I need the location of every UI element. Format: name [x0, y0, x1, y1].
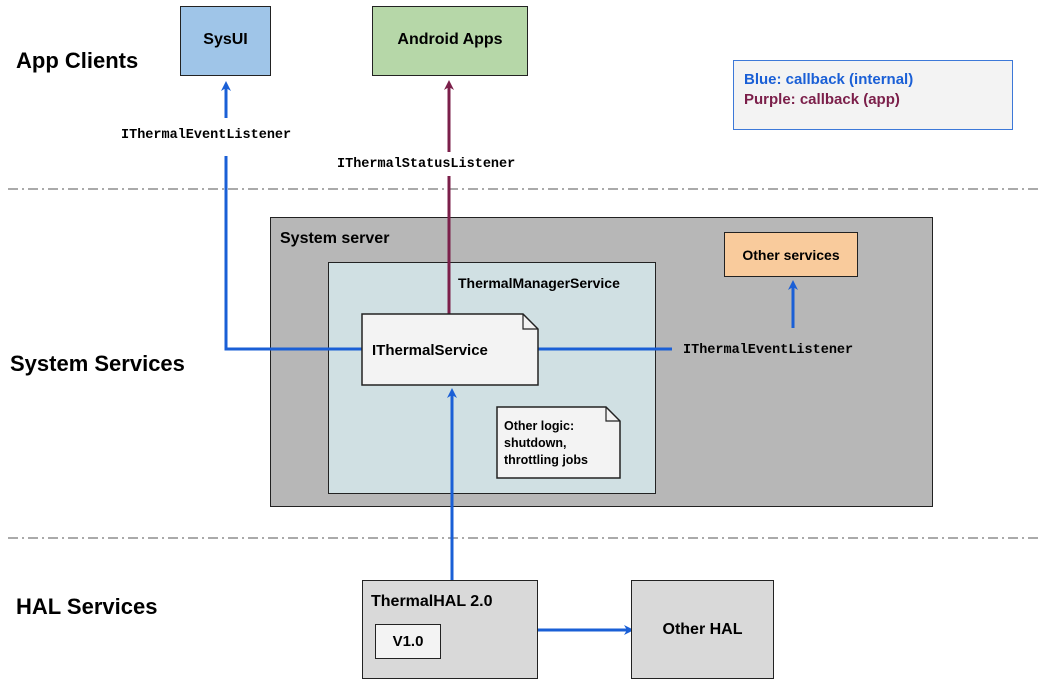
other-hal-label: Other HAL: [662, 620, 743, 638]
interface-label-event-listener-sysui: IThermalEventListener: [121, 128, 292, 143]
interface-label-event-listener-services: IThermalEventListener: [683, 343, 854, 358]
layer-label-system-services: System Services: [10, 351, 185, 376]
legend-purple: Purple: callback (app): [744, 91, 900, 108]
android-apps-label: Android Apps: [397, 31, 503, 48]
sysui-box: SysUI: [180, 6, 271, 76]
system-server-label: System server: [280, 230, 390, 247]
other-services-label: Other services: [742, 246, 840, 263]
android-apps-box: Android Apps: [372, 6, 528, 76]
legend-box: Blue: callback (internal) Purple: callba…: [733, 60, 1013, 130]
hal-v1-label: V1.0: [392, 633, 424, 650]
ithermal-service-label: IThermalService: [372, 342, 488, 359]
ithermal-service-fold: [522, 314, 538, 330]
legend-blue: Blue: callback (internal): [744, 71, 914, 88]
layer-label-app-clients: App Clients: [16, 48, 139, 73]
thermal-hal-box: ThermalHAL 2.0 V1.0: [362, 580, 538, 679]
interface-label-status-listener: IThermalStatusListener: [337, 157, 516, 172]
layer-label-hal-services: HAL Services: [16, 594, 158, 619]
other-logic-label: Other logic: shutdown, throttling jobs: [504, 419, 589, 467]
thermal-manager-service-label: ThermalManagerService: [458, 275, 620, 291]
other-hal-box: Other HAL: [631, 580, 774, 679]
other-services-box: Other services: [724, 232, 858, 277]
other-logic-fold: [605, 407, 620, 422]
hal-v1-box: V1.0: [375, 624, 441, 659]
ithermal-service-shape: [361, 313, 539, 386]
sysui-label: SysUI: [203, 31, 248, 48]
thermal-hal-label: ThermalHAL 2.0: [371, 593, 493, 610]
arrow-event-listener-sysui: [224, 156, 362, 351]
other-logic-shape: [496, 406, 621, 479]
